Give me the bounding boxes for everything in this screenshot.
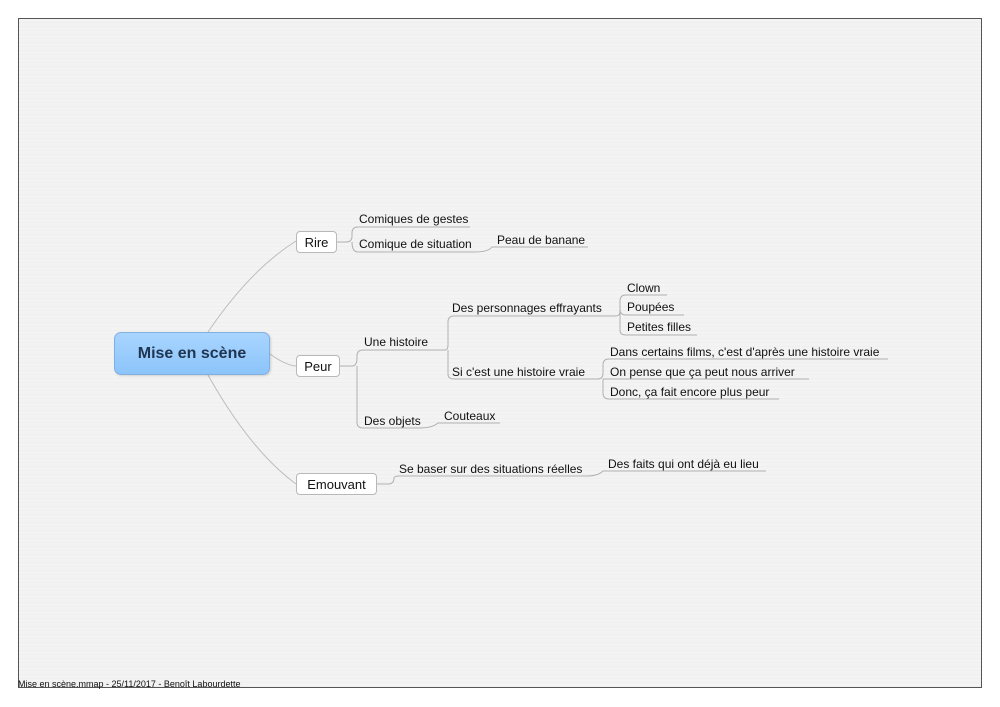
link-central-rire	[207, 240, 297, 333]
subtopic-histoire-vraie[interactable]: Si c'est une histoire vraie	[452, 365, 586, 379]
subtopic-certains-films[interactable]: Dans certains films, c'est d'après une h…	[610, 345, 880, 359]
subtopic-clown[interactable]: Clown	[627, 281, 661, 295]
footer-caption: Mise en scène.mmap - 25/11/2017 - Benoît…	[18, 679, 241, 689]
link-rire-children	[337, 226, 475, 253]
subtopic-petites-filles[interactable]: Petites filles	[627, 320, 692, 334]
link-histoire-children	[430, 315, 600, 380]
subtopic-poupees[interactable]: Poupées	[627, 300, 675, 314]
subtopic-des-objets[interactable]: Des objets	[364, 414, 421, 428]
link-peur-children	[340, 349, 430, 429]
link-objets-couteaux	[419, 422, 500, 429]
topic-peur[interactable]: Peur	[296, 355, 340, 377]
link-central-emouvant	[207, 374, 297, 485]
subtopic-personnages-effrayants[interactable]: Des personnages effrayants	[452, 301, 602, 315]
link-emouvant-situations	[377, 475, 587, 485]
link-vraie-children	[589, 358, 888, 400]
link-central-peur	[269, 353, 297, 367]
topic-emouvant[interactable]: Emouvant	[296, 473, 377, 495]
subtopic-comique-de-situation[interactable]: Comique de situation	[359, 237, 472, 251]
link-personnages-children	[600, 294, 697, 336]
subtopic-peau-de-banane[interactable]: Peau de banane	[497, 233, 586, 247]
subtopic-encore-plus-peur[interactable]: Donc, ça fait encore plus peur	[610, 385, 770, 399]
link-situations-faits	[586, 470, 766, 477]
subtopic-peut-nous-arriver[interactable]: On pense que ça peut nous arriver	[610, 365, 795, 379]
link-situation-banane	[474, 246, 588, 253]
subtopic-situations-reelles[interactable]: Se baser sur des situations réelles	[399, 462, 583, 476]
topic-rire[interactable]: Rire	[296, 231, 337, 253]
subtopic-comiques-de-gestes[interactable]: Comiques de gestes	[359, 212, 469, 226]
central-topic[interactable]: Mise en scène	[114, 332, 270, 375]
subtopic-couteaux[interactable]: Couteaux	[444, 409, 496, 423]
subtopic-une-histoire[interactable]: Une histoire	[364, 335, 429, 349]
subtopic-faits-deja-eu-lieu[interactable]: Des faits qui ont déjà eu lieu	[608, 457, 759, 471]
